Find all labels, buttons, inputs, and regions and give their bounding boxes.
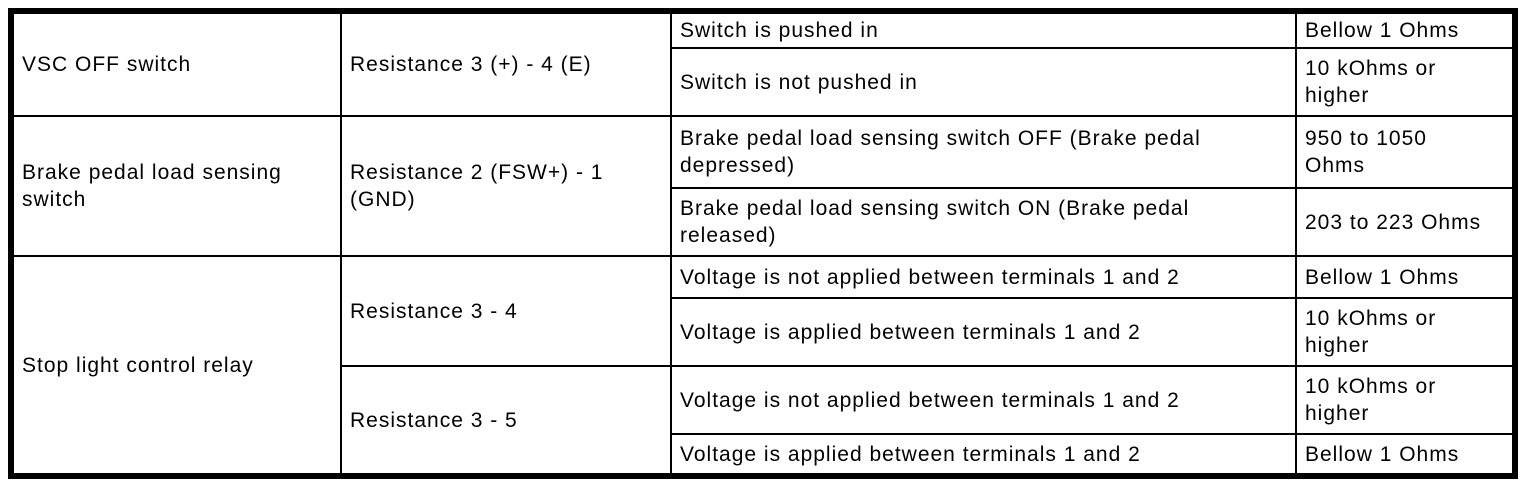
value-label: 203 to 223 Ohms — [1305, 210, 1482, 234]
value-cell: Bellow 1 Ohms — [1295, 255, 1516, 299]
value-cell: 10 kOhms or higher — [1295, 47, 1516, 117]
value-label: 10 kOhms or higher — [1305, 375, 1437, 425]
condition-label: Brake pedal load sensing switch OFF (Bra… — [680, 127, 1201, 177]
measurement-cell: Resistance 2 (FSW+) - 1 (GND) — [340, 115, 672, 257]
value-label: 10 kOhms or higher — [1305, 57, 1437, 107]
table-row: Resistance 3 - 5 Voltage is not applied … — [11, 365, 1516, 477]
condition-cell: Brake pedal load sensing switch OFF (Bra… — [670, 115, 1297, 189]
value-cell: 10 kOhms or higher — [1295, 365, 1516, 435]
condition-label: Voltage is not applied between terminals… — [680, 265, 1180, 289]
value-label: Bellow 1 Ohms — [1305, 19, 1460, 42]
condition-cell: Voltage is applied between terminals 1 a… — [670, 433, 1297, 477]
measurement-label: Resistance 3 (+) - 4 (E) — [350, 53, 592, 76]
document-page: VSC OFF switch Resistance 3 (+) - 4 (E) … — [8, 8, 1518, 479]
value-cell: 10 kOhms or higher — [1295, 297, 1516, 367]
measurement-cell: Resistance 3 - 5 — [340, 365, 672, 477]
value-label: Bellow 1 Ohms — [1305, 442, 1460, 466]
component-label: VSC OFF switch — [22, 53, 192, 76]
condition-cell: Voltage is not applied between terminals… — [670, 255, 1297, 299]
condition-cell: Switch is pushed in — [670, 10, 1297, 49]
table-row: Voltage is applied between terminals 1 a… — [11, 433, 1516, 477]
condition-label: Switch is not pushed in — [680, 70, 918, 94]
value-label: Bellow 1 Ohms — [1305, 265, 1460, 289]
measurement-cell: Resistance 3 (+) - 4 (E) — [340, 10, 672, 117]
condition-label: Voltage is applied between terminals 1 a… — [680, 320, 1141, 344]
measurement-cell: Resistance 3 - 4 — [340, 255, 672, 367]
inspection-spec-table: VSC OFF switch Resistance 3 (+) - 4 (E) … — [8, 8, 1518, 479]
table-row: Brake pedal load sensing switch ON (Brak… — [11, 187, 1516, 257]
condition-label: Switch is pushed in — [680, 19, 879, 42]
component-cell: VSC OFF switch — [10, 10, 342, 117]
condition-cell: Voltage is not applied between terminals… — [670, 365, 1297, 435]
condition-cell: Brake pedal load sensing switch ON (Brak… — [670, 187, 1297, 257]
value-cell: Bellow 1 Ohms — [1295, 10, 1516, 49]
table-row: Voltage is applied between terminals 1 a… — [11, 297, 1516, 367]
value-cell: 950 to 1050 Ohms — [1295, 115, 1516, 189]
value-label: 950 to 1050 Ohms — [1305, 127, 1427, 177]
table-row: VSC OFF switch Resistance 3 (+) - 4 (E) … — [10, 10, 1516, 117]
measurement-label: Resistance 3 - 4 — [350, 299, 518, 323]
condition-label: Voltage is not applied between terminals… — [680, 388, 1180, 412]
condition-cell: Switch is not pushed in — [670, 47, 1297, 117]
table-row: Switch is not pushed in 10 kOhms or high… — [11, 47, 1516, 117]
component-cell: Brake pedal load sensing switch — [10, 115, 342, 257]
value-cell: Bellow 1 Ohms — [1295, 433, 1516, 477]
condition-label: Brake pedal load sensing switch ON (Brak… — [680, 197, 1190, 247]
measurement-label: Resistance 3 - 5 — [350, 408, 518, 432]
component-label: Stop light control relay — [22, 353, 254, 377]
table-row: Brake pedal load sensing switch Resistan… — [10, 115, 1516, 257]
component-label: Brake pedal load sensing switch — [22, 161, 282, 211]
value-label: 10 kOhms or higher — [1305, 307, 1437, 357]
value-cell: 203 to 223 Ohms — [1295, 187, 1516, 257]
table-row: Stop light control relay Resistance 3 - … — [10, 255, 1516, 477]
condition-cell: Voltage is applied between terminals 1 a… — [670, 297, 1297, 367]
condition-label: Voltage is applied between terminals 1 a… — [680, 442, 1141, 466]
component-cell: Stop light control relay — [10, 255, 342, 477]
measurement-label: Resistance 2 (FSW+) - 1 (GND) — [350, 161, 604, 211]
